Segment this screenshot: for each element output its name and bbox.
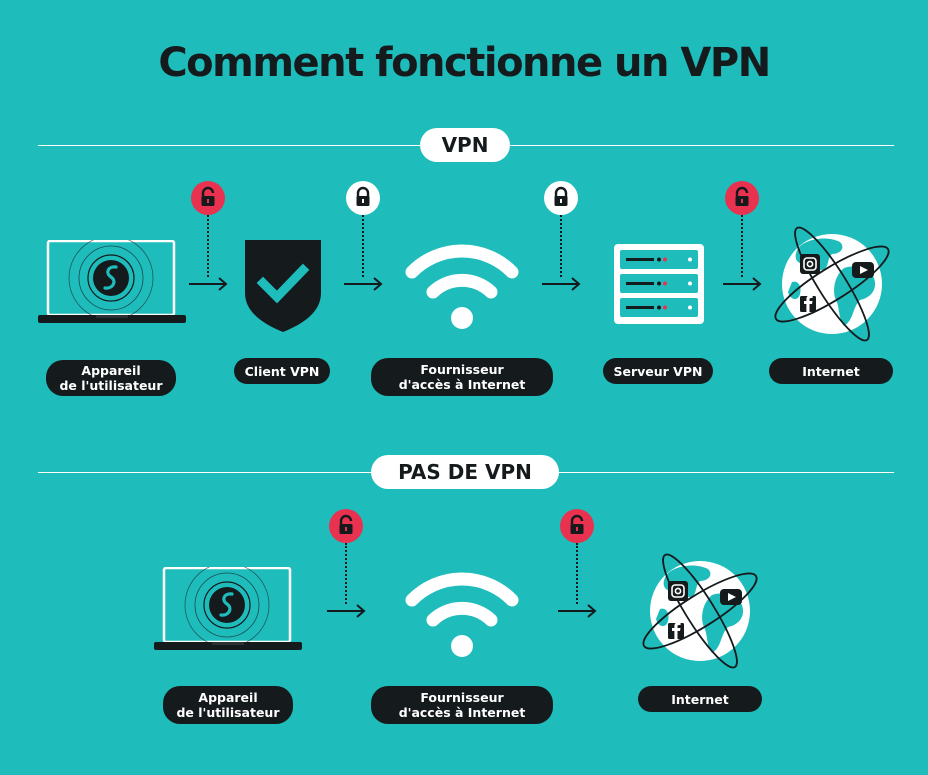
lock-closed-icon: [544, 181, 578, 215]
globe-icon: [642, 553, 758, 669]
dotted-connector: [345, 543, 347, 604]
label-line: Client VPN: [244, 363, 320, 379]
label-vpn-client: Client VPN: [234, 358, 330, 384]
label-line: Fournisseur: [420, 690, 504, 705]
label-user-device: Appareil de l'utilisateur: [163, 686, 293, 724]
lock-open-icon: [191, 181, 225, 215]
label-line: Serveur VPN: [613, 363, 703, 379]
arrow-right-icon: [558, 604, 597, 618]
label-isp: Fournisseur d'accès à Internet: [371, 358, 553, 396]
lock-open-icon: [560, 509, 594, 543]
label-vpn-server: Serveur VPN: [603, 358, 713, 384]
label-line: de l'utilisateur: [59, 378, 163, 393]
label-line: Appareil: [81, 363, 141, 378]
arrow-right-icon: [542, 277, 581, 291]
label-line: Internet: [802, 363, 860, 379]
label-internet: Internet: [638, 686, 762, 712]
dotted-connector: [560, 215, 562, 277]
section-heading-vpn: VPN: [420, 128, 510, 162]
dotted-connector: [362, 215, 364, 277]
lock-open-icon: [329, 509, 363, 543]
label-line: Internet: [671, 691, 729, 707]
dotted-connector: [741, 215, 743, 277]
label-line: Fournisseur: [420, 362, 504, 377]
label-line: d'accès à Internet: [398, 705, 526, 720]
laptop-icon: [154, 567, 302, 650]
arrow-right-icon: [327, 604, 366, 618]
label-user-device: Appareil de l'utilisateur: [46, 360, 176, 396]
wifi-icon: [405, 244, 519, 329]
label-line: Appareil: [198, 690, 258, 705]
globe-icon: [774, 226, 890, 342]
server-icon: [614, 244, 704, 324]
wifi-icon: [405, 572, 519, 657]
dotted-connector: [576, 543, 578, 604]
label-isp: Fournisseur d'accès à Internet: [371, 686, 553, 724]
section-heading-no-vpn: PAS DE VPN: [371, 455, 559, 489]
page-title: Comment fonctionne un VPN: [158, 40, 771, 86]
dotted-connector: [207, 215, 209, 277]
shield-check-icon: [245, 240, 321, 332]
arrow-right-icon: [189, 277, 228, 291]
label-line: de l'utilisateur: [176, 705, 280, 720]
laptop-icon: [38, 240, 186, 323]
lock-open-icon: [725, 181, 759, 215]
lock-closed-icon: [346, 181, 380, 215]
arrow-right-icon: [344, 277, 383, 291]
arrow-right-icon: [723, 277, 762, 291]
label-line: d'accès à Internet: [398, 377, 526, 392]
label-internet: Internet: [769, 358, 893, 384]
